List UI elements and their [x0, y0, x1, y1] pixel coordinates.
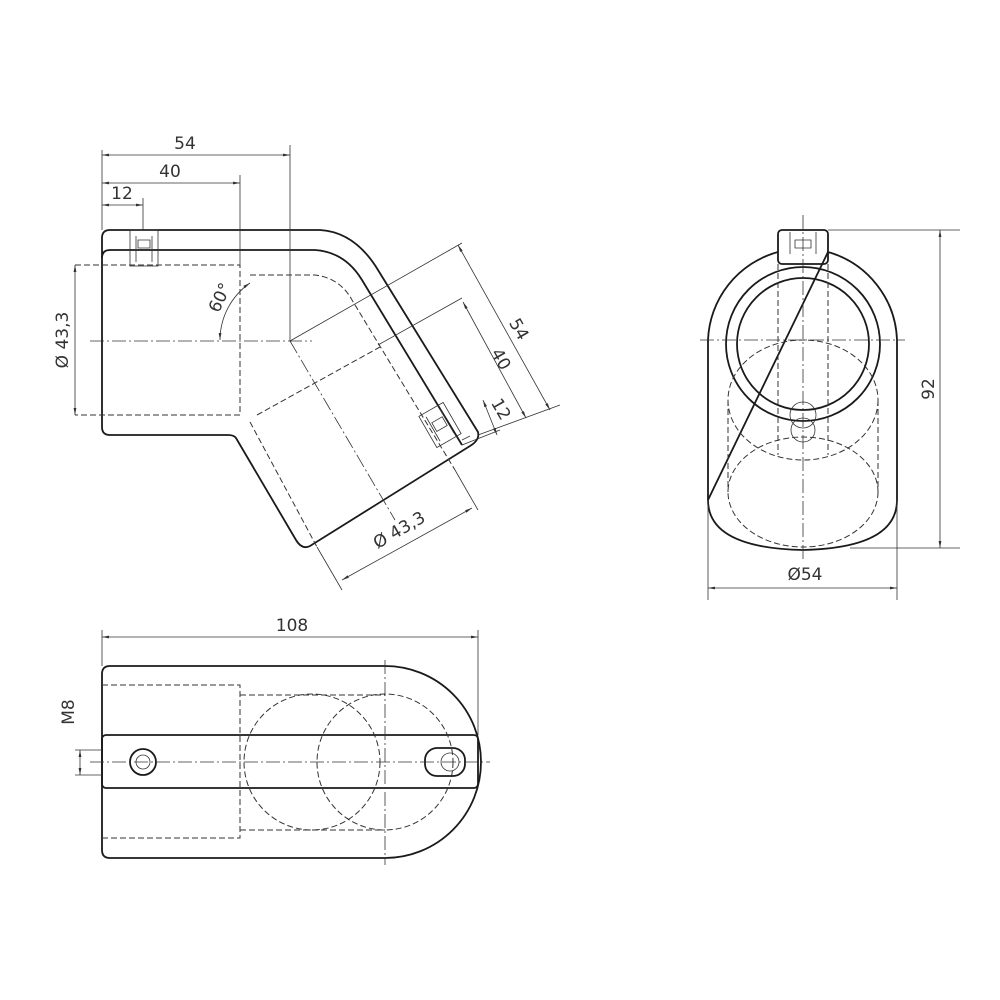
front-inner-edge [101, 249, 463, 446]
side-view: 92 Ø54 [700, 215, 960, 600]
set-screw-top [129, 229, 159, 267]
dim-screw-offset: 12 [111, 184, 133, 204]
front-outline [101, 229, 480, 549]
dim-height: 92 [919, 378, 939, 400]
set-screw-branch [418, 401, 462, 449]
dim-branch-bore-dia: Ø 43,3 [370, 508, 429, 554]
dim-length: 108 [276, 616, 308, 636]
dim-overall-width: 54 [174, 134, 196, 154]
top-view: 108 M8 [59, 616, 490, 865]
dim-outer-dia: Ø54 [787, 565, 822, 585]
dim-branch-depth: 40 [486, 345, 514, 374]
dim-thread: M8 [59, 699, 79, 724]
dim-bore-dia: Ø 43,3 [53, 312, 73, 369]
dim-bore-depth: 40 [159, 162, 181, 182]
dim-angle: 60° [205, 280, 236, 316]
front-view: 54 40 12 Ø 43,3 60° 54 40 12 Ø 43,3 [53, 134, 561, 591]
dim-branch-overall: 54 [504, 315, 532, 344]
